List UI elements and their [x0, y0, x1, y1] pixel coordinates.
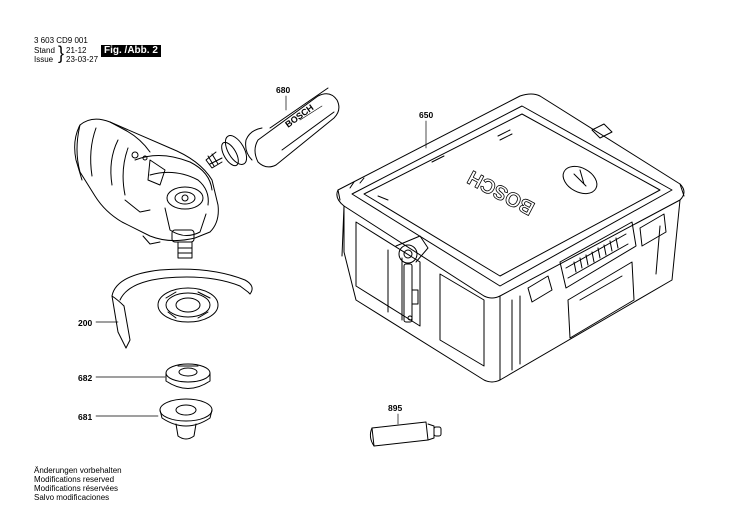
grease-tube — [369, 421, 442, 447]
side-handle — [205, 87, 340, 169]
stand-label: Stand — [34, 46, 55, 55]
carrying-case — [336, 93, 685, 383]
callout-650: 650 — [419, 110, 434, 120]
footer-notes: Änderungen vorbehalten Modifications res… — [34, 466, 122, 502]
footer-line: Modifications réservées — [34, 484, 119, 493]
issue-label: Issue — [34, 55, 54, 64]
footer-line: Modifications reserved — [34, 475, 115, 484]
footer-line: Änderungen vorbehalten — [34, 466, 122, 475]
callout-682: 682 — [78, 373, 93, 383]
case-logo: BOSCH — [464, 166, 538, 219]
issue-value: 23-03-27 — [66, 55, 99, 64]
flange-nut — [165, 363, 211, 389]
callout-680: 680 — [276, 85, 291, 95]
part-number: 3 603 CD9 001 — [34, 36, 88, 45]
leader-lines — [95, 95, 427, 425]
callout-681: 681 — [78, 412, 93, 422]
callout-895: 895 — [388, 403, 403, 413]
stand-value: 21-12 — [66, 46, 87, 55]
callout-200: 200 — [78, 318, 93, 328]
angle-grinder — [74, 118, 219, 259]
figure-label: Fig. /Abb. 2 — [101, 45, 161, 57]
footer-line: Salvo modificaciones — [34, 493, 110, 502]
wheel-guard — [111, 268, 253, 349]
brace-icon: } — [58, 43, 65, 63]
mounting-flange — [159, 398, 213, 440]
